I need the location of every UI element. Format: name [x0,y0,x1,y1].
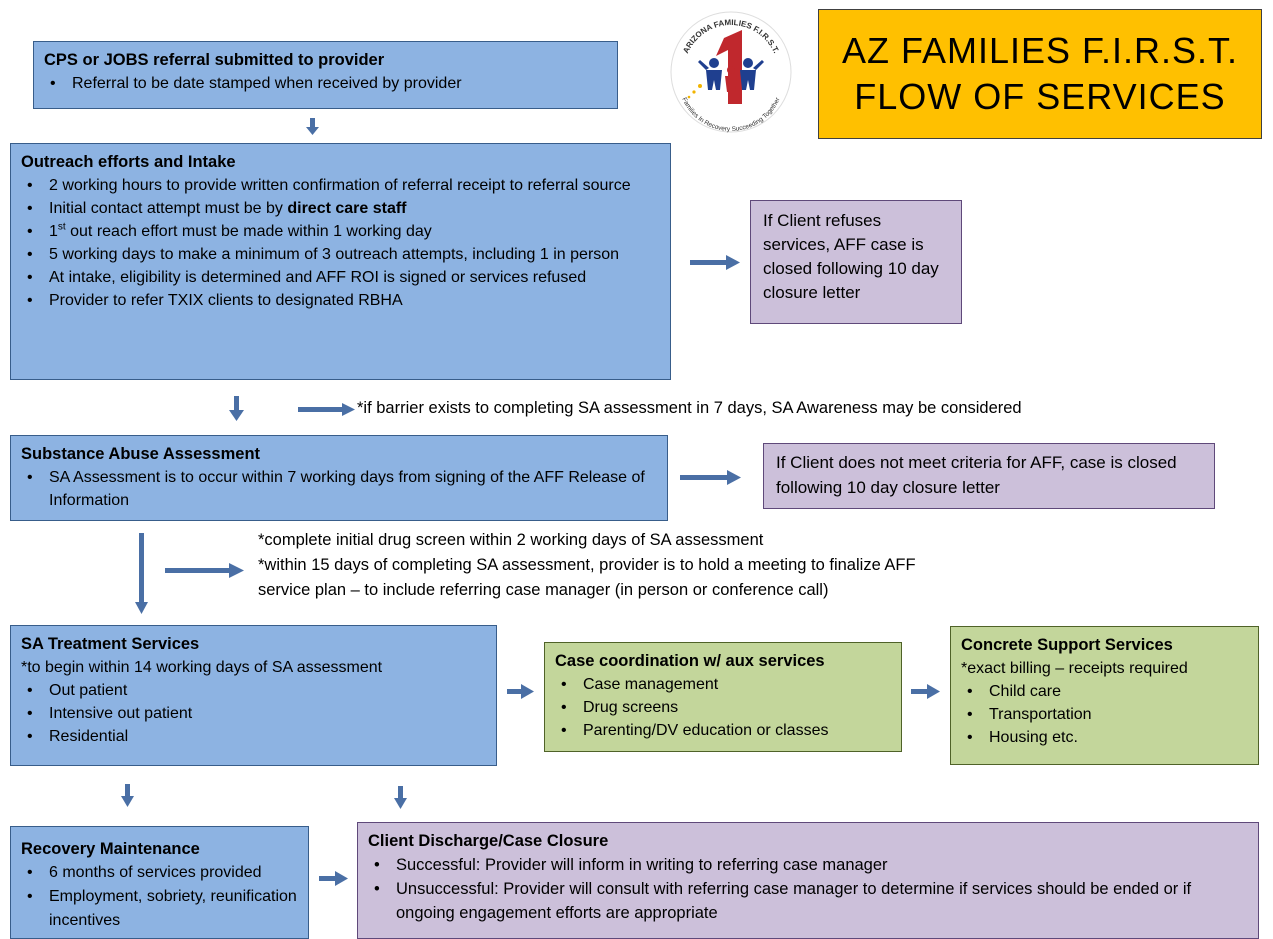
coordination-item: Case management [561,673,891,696]
case-coordination-box: Case coordination w/ aux services Case m… [544,642,902,752]
criteria-not-met-box: If Client does not meet criteria for AFF… [763,443,1215,509]
down-arrow-2 [229,396,244,421]
down-arrow-1 [306,118,319,135]
treatment-heading: SA Treatment Services [21,635,200,653]
right-arrow-screen [165,563,244,578]
concrete-subtitle: *exact billing – receipts required [961,660,1188,677]
concrete-item: Transportation [967,703,1248,726]
referral-heading: CPS or JOBS referral submitted to provid… [44,51,385,69]
sa-assessment-heading: Substance Abuse Assessment [21,445,261,463]
referral-item: Referral to be date stamped when receive… [50,72,607,95]
down-arrow-maintenance [121,784,134,807]
down-arrow-discharge [394,786,407,809]
discharge-item: Unsuccessful: Provider will consult with… [374,877,1248,925]
maintenance-heading: Recovery Maintenance [21,840,200,858]
referral-box: CPS or JOBS referral submitted to provid… [33,41,618,109]
concrete-support-box: Concrete Support Services *exact billing… [950,626,1259,765]
concrete-heading: Concrete Support Services [961,636,1173,654]
maintenance-item: 6 months of services provided [27,861,298,885]
treatment-subtitle: *to begin within 14 working days of SA a… [21,659,383,676]
drug-screen-note-3: service plan – to include referring case… [258,581,829,599]
outreach-item-3: 1st out reach effort must be made within… [27,220,660,243]
drug-screen-note-2: *within 15 days of completing SA assessm… [258,556,916,574]
down-arrow-3 [135,533,148,614]
concrete-item: Child care [967,680,1248,703]
treatment-item: Out patient [27,679,486,702]
coordination-item: Drug screens [561,696,891,719]
client-refuses-text: If Client refuses services, AFF case is … [763,211,939,302]
treatment-item: Residential [27,725,486,748]
title-line-2: FLOW OF SERVICES [854,76,1226,117]
right-arrow-refuses [690,255,740,270]
outreach-item-1: 2 working hours to provide written confi… [27,174,660,197]
logo-family-figures [698,58,764,92]
arizona-families-first-logo: ARIZONA FAMILIES F.I.R.S.T. Families In … [670,11,792,133]
treatment-item: Intensive out patient [27,702,486,725]
right-arrow-coordination [507,684,534,699]
sa-treatment-box: SA Treatment Services *to begin within 1… [10,625,497,766]
discharge-item: Successful: Provider will inform in writ… [374,853,1248,877]
coordination-item: Parenting/DV education or classes [561,719,891,742]
outreach-intake-box: Outreach efforts and Intake 2 working ho… [10,143,671,380]
outreach-item-6: Provider to refer TXIX clients to design… [27,289,660,312]
client-discharge-box: Client Discharge/Case Closure Successful… [357,822,1259,939]
outreach-item-2: Initial contact attempt must be by direc… [27,197,660,220]
outreach-item-5: At intake, eligibility is determined and… [27,266,660,289]
coordination-heading: Case coordination w/ aux services [555,652,825,670]
sa-assessment-box: Substance Abuse Assessment SA Assessment… [10,435,668,521]
right-arrow-concrete [911,684,940,699]
logo-stars [687,84,702,99]
client-refuses-box: If Client refuses services, AFF case is … [750,200,962,324]
title-line-1: AZ FAMILIES F.I.R.S.T. [841,30,1239,71]
discharge-heading: Client Discharge/Case Closure [368,832,609,850]
maintenance-item: Employment, sobriety, reunification ince… [27,885,298,933]
sa-assessment-item: SA Assessment is to occur within 7 worki… [27,466,657,512]
barrier-note: *if barrier exists to completing SA asse… [357,399,1022,417]
drug-screen-note-1: *complete initial drug screen within 2 w… [258,531,764,549]
title-box: AZ FAMILIES F.I.R.S.T. FLOW OF SERVICES [818,9,1262,139]
outreach-heading: Outreach efforts and Intake [21,153,236,171]
outreach-item-4: 5 working days to make a minimum of 3 ou… [27,243,660,266]
right-arrow-criteria [680,470,741,485]
criteria-not-met-text: If Client does not meet criteria for AFF… [776,453,1177,497]
right-arrow-discharge [319,871,348,886]
concrete-item: Housing etc. [967,726,1248,749]
recovery-maintenance-box: Recovery Maintenance 6 months of service… [10,826,309,939]
right-arrow-barrier [298,403,355,416]
